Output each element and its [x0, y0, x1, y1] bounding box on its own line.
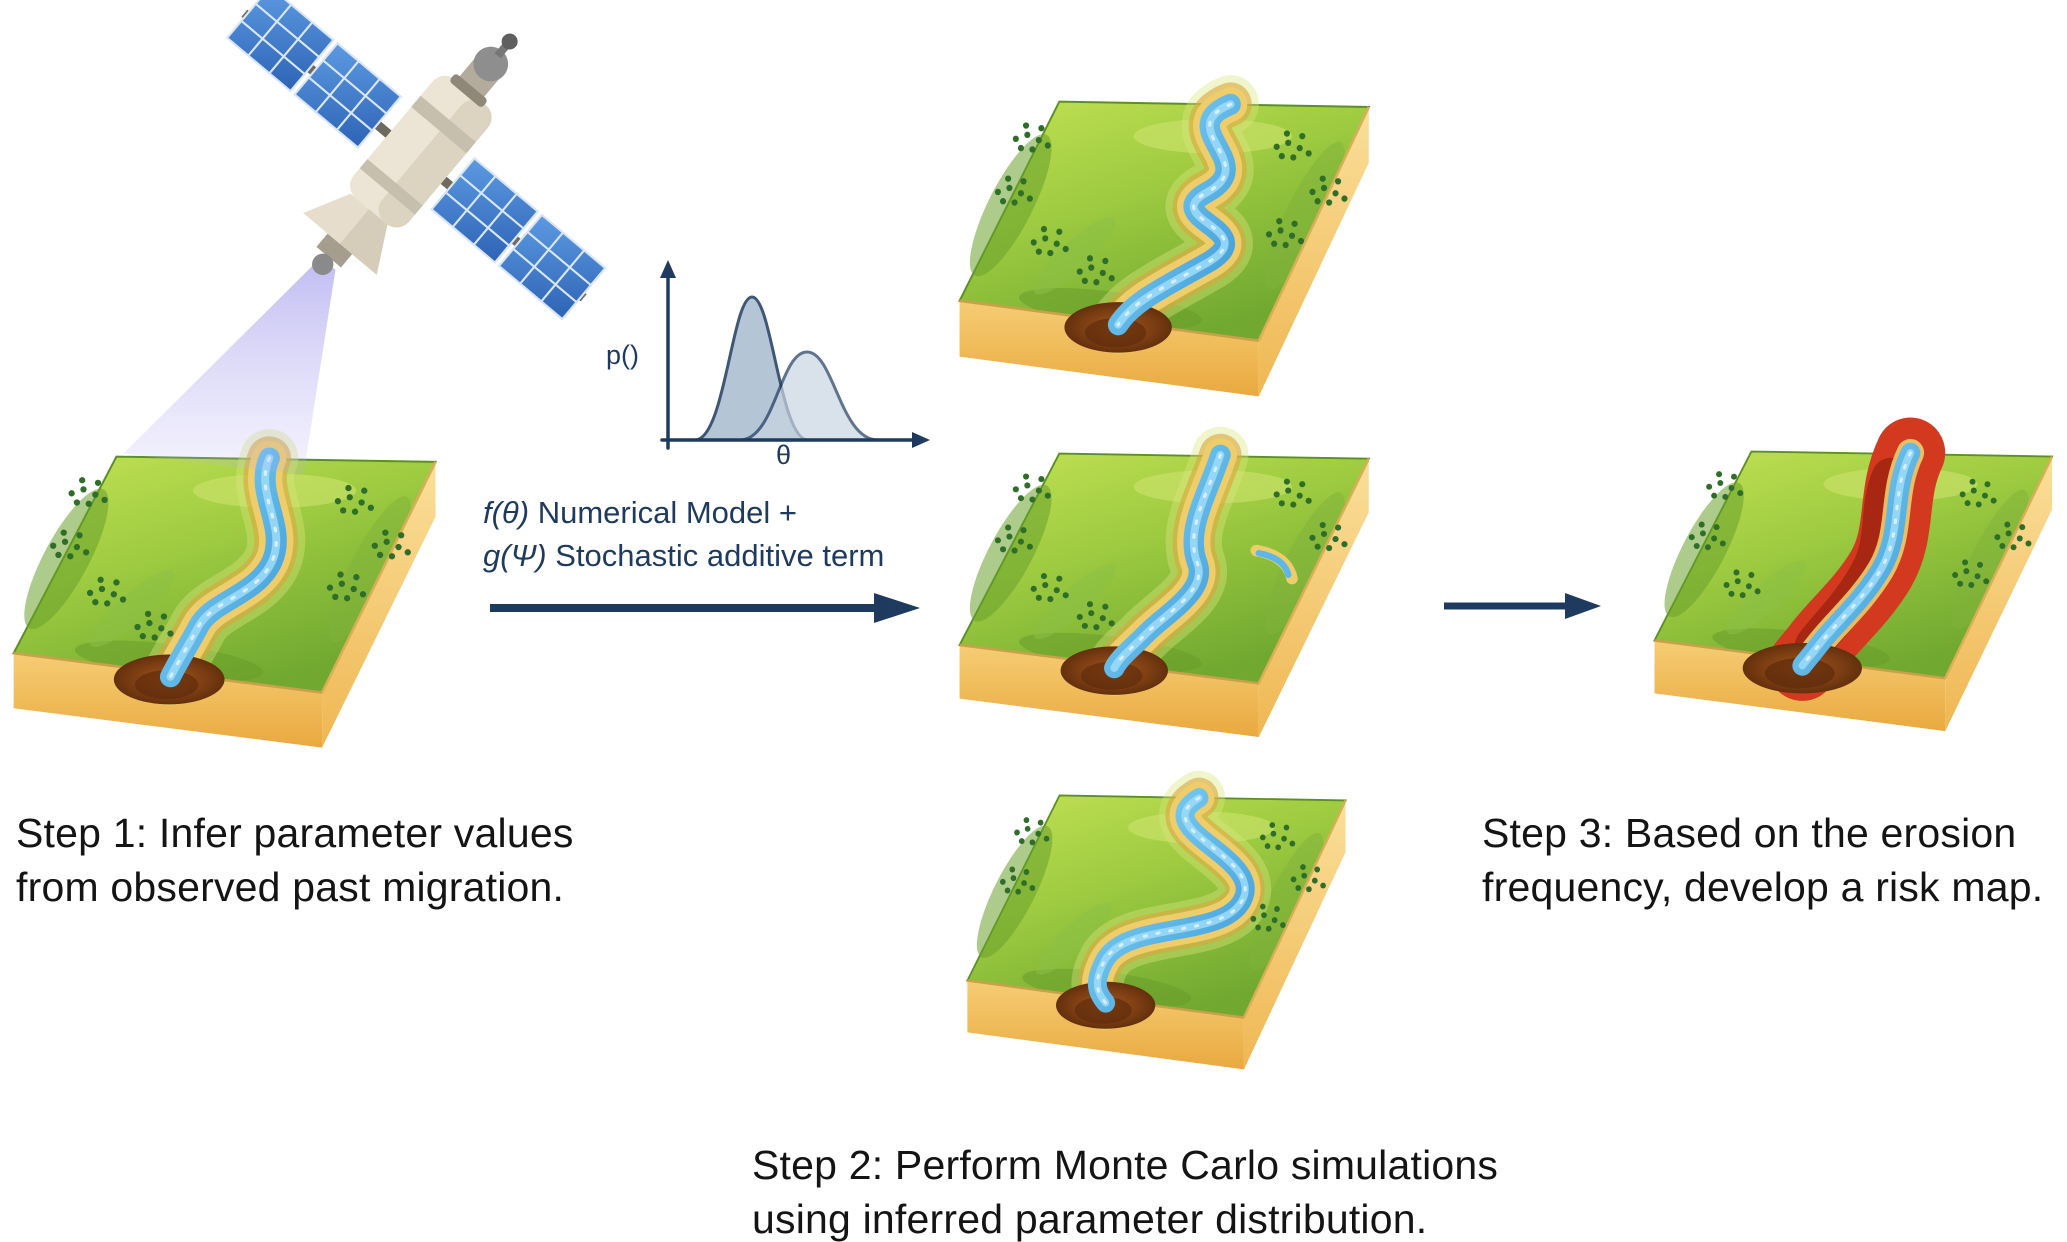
distribution-curve-2 — [739, 350, 879, 442]
plot-xlabel: θ — [776, 440, 791, 470]
satellite-illustration — [123, 0, 607, 475]
terrain-observed-illustration — [8, 454, 437, 749]
step2-line1: Step 2: Perform Monte Carlo simulations — [752, 1142, 1499, 1188]
model-annotation: f(θ) Numerical Model + g(Ψ) Stochastic a… — [483, 492, 953, 578]
f-text: Numerical Model + — [537, 495, 797, 530]
step2-caption: Step 2: Perform Monte Carlo simulations … — [752, 1138, 1572, 1242]
flow-arrow-2 — [1444, 593, 1601, 619]
terrain-simulation-2-illustration — [954, 451, 1371, 739]
model-line-1: f(θ) Numerical Model + — [483, 492, 953, 535]
terrain-risk-map-illustration — [1649, 449, 2054, 733]
g-term: g(Ψ) — [483, 537, 547, 573]
step1-line2: from observed past migration. — [16, 864, 565, 911]
satellite-icon — [226, 0, 607, 321]
step1-line1: Step 1: Infer parameter values — [16, 810, 574, 856]
f-term: f(θ) — [483, 495, 530, 530]
solar-panels — [226, 0, 607, 321]
satellite-beam — [123, 258, 336, 475]
terrain-simulation-3-illustration — [962, 793, 1347, 1071]
step1-caption: Step 1: Infer parameter values from obse… — [16, 806, 656, 914]
step3-line1: Step 3: Based on the erosion — [1482, 810, 2017, 856]
antenna-knob — [501, 33, 518, 50]
step3-caption: Step 3: Based on the erosion frequency, … — [1482, 806, 2062, 914]
sensor-nozzle — [312, 253, 334, 275]
plot-ylabel: p() — [606, 340, 639, 370]
parameter-distribution-plot: p() θ — [606, 260, 930, 470]
step2-line2: using inferred parameter distribution. — [752, 1196, 1428, 1242]
g-text: Stochastic additive term — [555, 537, 885, 573]
terrain-simulation-1-illustration — [954, 99, 1371, 398]
flow-arrow-1 — [490, 593, 920, 623]
step3-line2: frequency, develop a risk map. — [1482, 864, 2044, 911]
model-line-2: g(Ψ) Stochastic additive term — [483, 535, 953, 578]
